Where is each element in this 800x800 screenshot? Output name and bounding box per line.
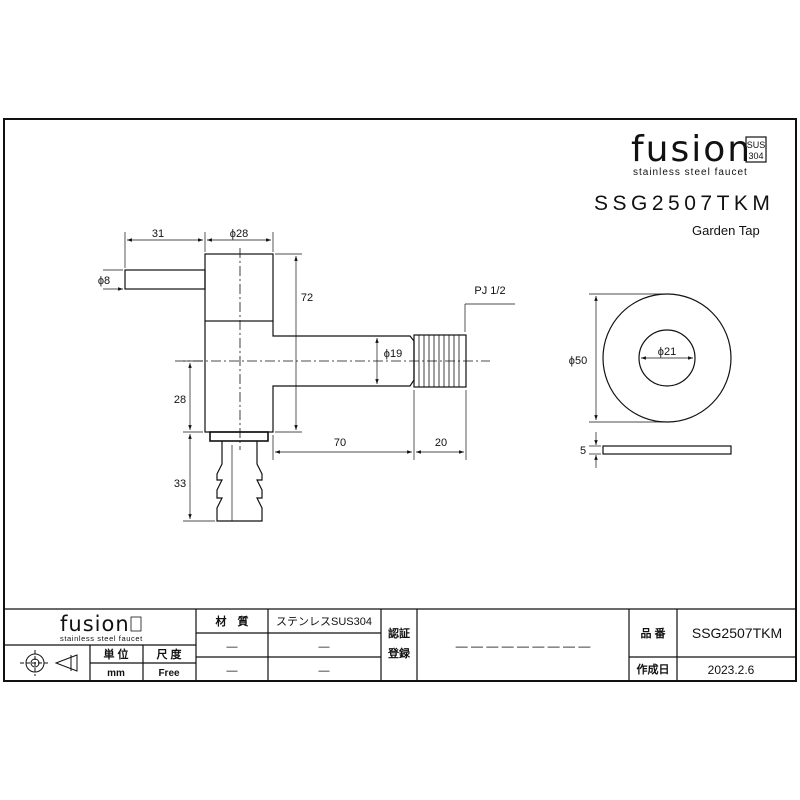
header-logo: fusion SUS 304 stainless steel faucet	[631, 129, 767, 178]
sheet-border	[3, 118, 797, 682]
label-flange-outer: ϕ50	[569, 355, 587, 367]
dash-cell-3: —	[227, 665, 238, 677]
label-nozzle-length: 20	[435, 437, 447, 449]
dimension-labels: 31 ϕ28 ϕ8 72 PJ 1/2 ϕ19 28 70 20 33	[98, 228, 506, 490]
date-value: 2023.2.6	[708, 663, 755, 677]
model-number: SSG2507TKM	[594, 192, 774, 215]
date-label: 作成日	[637, 662, 670, 676]
registration-label-2: 登録	[387, 646, 411, 660]
dash-cell-2: —	[319, 641, 330, 653]
label-hose-length: 33	[174, 478, 186, 490]
unit-value: mm	[107, 668, 125, 679]
label-flange-thickness: 5	[580, 445, 586, 457]
flange-dimensions	[589, 293, 693, 468]
unit-header: 単 位	[103, 647, 128, 661]
flange-labels: ϕ50 ϕ21 5	[569, 346, 676, 457]
registration-label-1: 認証	[388, 626, 410, 640]
brand-tagline: stainless steel faucet	[633, 167, 748, 178]
tb-badge	[130, 616, 142, 632]
label-body-diameter: ϕ28	[230, 228, 248, 240]
badge-top: SUS	[747, 140, 766, 150]
scale-value: Free	[158, 668, 180, 679]
sus304-badge	[745, 136, 767, 163]
mounting-nut	[209, 431, 269, 442]
flange-view	[602, 293, 732, 455]
dash-cell-1: —	[227, 641, 238, 653]
title-block-grid	[4, 608, 796, 681]
dash-cell-4: —	[319, 665, 330, 677]
hose-barb	[216, 441, 263, 522]
label-lever-diameter: ϕ8	[98, 275, 110, 287]
upper-body	[204, 253, 274, 322]
part-no-value: SSG2507TKM	[692, 625, 782, 641]
dimension-lines	[103, 232, 515, 522]
material-header: 材 質	[216, 614, 249, 628]
front-view	[124, 248, 490, 522]
part-no-label: 品 番	[640, 626, 666, 640]
brand-logo: fusion	[631, 129, 752, 170]
threaded-nozzle	[413, 334, 467, 388]
badge-bottom: 304	[748, 151, 763, 161]
projection-symbol-icon	[20, 650, 78, 676]
label-thread: PJ 1/2	[474, 285, 505, 297]
product-name: Garden Tap	[692, 223, 760, 238]
label-spout-length: 70	[334, 437, 346, 449]
lower-body-spout	[204, 321, 415, 433]
lever-handle	[124, 269, 206, 290]
tb-brand-tagline: stainless steel faucet	[60, 634, 143, 643]
nozzle-threads	[418, 335, 460, 387]
material-value: ステンレスSUS304	[276, 616, 372, 628]
scale-header: 尺 度	[156, 647, 182, 661]
registration-value: — — — — — — — — —	[456, 639, 591, 653]
label-body-height: 72	[301, 292, 313, 304]
flange-side	[602, 445, 732, 455]
flange-outer-circle	[602, 293, 732, 423]
label-lever-length: 31	[152, 228, 164, 240]
label-flange-inner: ϕ21	[658, 346, 676, 358]
label-lower-height: 28	[174, 394, 186, 406]
flange-inner-circle	[638, 329, 696, 387]
label-spout-diameter: ϕ19	[384, 348, 402, 360]
tb-brand-logo: fusion	[60, 612, 130, 636]
